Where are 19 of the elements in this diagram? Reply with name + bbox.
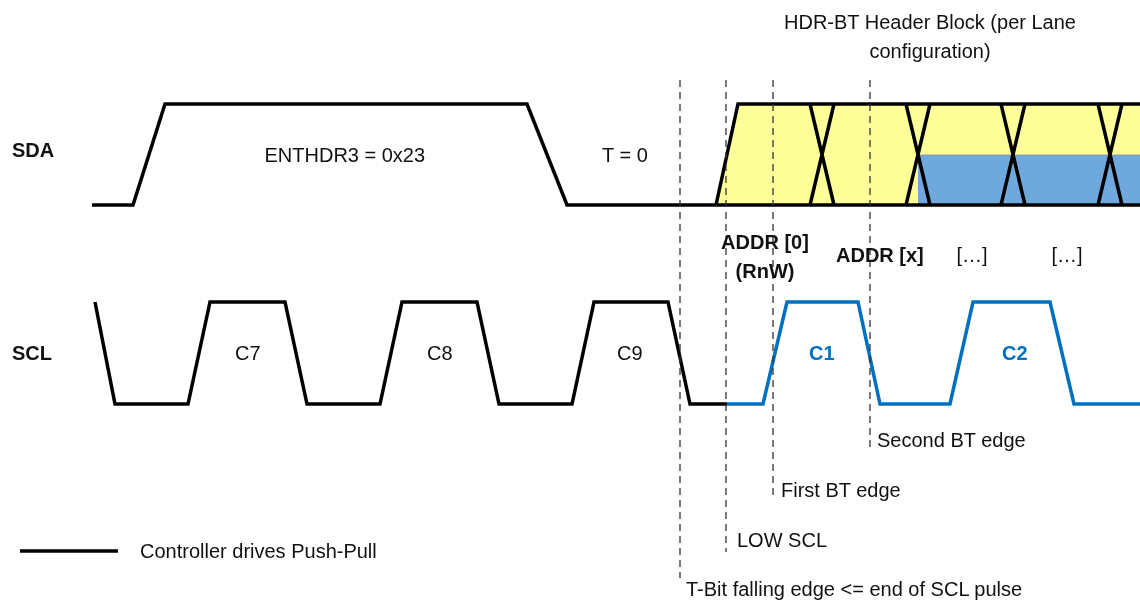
clock-label: C9 (617, 341, 643, 366)
bit-label: ADDR [x] (836, 243, 924, 268)
bit-label: ADDR [0] (RnW) (720, 230, 810, 284)
field-label: T = 0 (602, 143, 648, 168)
signal-name: SDA (12, 138, 55, 163)
clock-label: C7 (235, 341, 261, 366)
clock-label: C1 (809, 341, 835, 366)
edge-note: First BT edge (781, 478, 901, 503)
block-heading: HDR-BT Header Block (per Lane configuration) (783, 10, 1077, 64)
bit-label: […] (1051, 243, 1083, 268)
legend-text: Controller drives Push-Pull (140, 539, 377, 564)
edge-note: T-Bit falling edge <= end of SCL pulse (686, 577, 1023, 602)
clock-label: C8 (427, 341, 453, 366)
clock-label: C2 (1002, 341, 1028, 366)
edge-note: Second BT edge (877, 428, 1026, 453)
bit-label: […] (956, 243, 988, 268)
field-label: ENTHDR3 = 0x23 (264, 143, 426, 168)
signal-name: SCL (12, 341, 52, 366)
edge-note: LOW SCL (737, 528, 828, 553)
